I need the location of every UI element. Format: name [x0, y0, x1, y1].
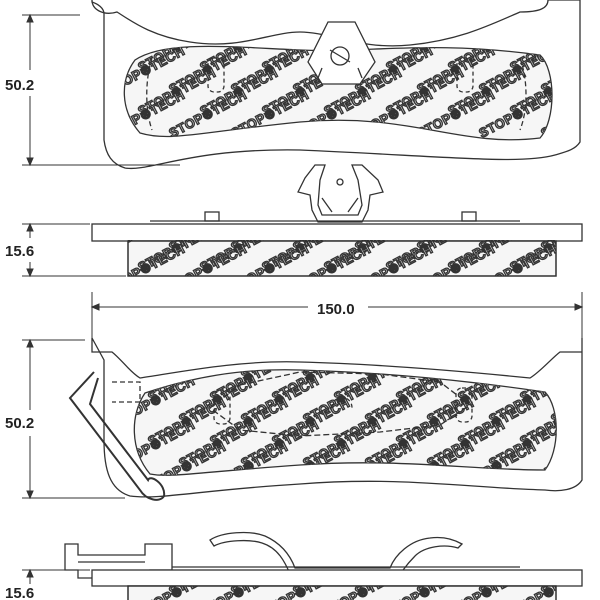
watermark-logo: STOP⊗TECH: [228, 0, 311, 53]
top-backing-plate: [91, 0, 581, 170]
bottom-backing-plate: [91, 337, 583, 498]
bottom-sensor-tab: [112, 381, 141, 403]
top-side-clip-hole: [336, 178, 344, 186]
top-thickness-dimension: [22, 222, 126, 278]
top-pad-side-view: STOP⊗TECHSTOP⊗TECHSTOP⊗TECHSTOP⊗TECHSTOP…: [91, 164, 583, 277]
bottom-friction-material: [133, 369, 557, 476]
top-thickness-label-bg: [3, 238, 55, 262]
top-pad-slot-right: [456, 57, 474, 93]
top-height-label: 50.2: [5, 77, 34, 94]
bottom-pad-center-mark: [331, 396, 353, 409]
bottom-thickness-label-bg: [3, 584, 55, 600]
bottom-height-label: 50.2: [5, 415, 34, 432]
bottom-pad-outline-dashed: [208, 371, 472, 437]
watermark-logo: STOP⊗TECH: [476, 0, 559, 53]
watermark-logo: STOP⊗TECH: [538, 0, 600, 53]
bottom-side-backing-plate: [91, 569, 583, 587]
top-center-clip-detail: [317, 49, 363, 79]
bottom-height-label-bg: [3, 410, 55, 436]
watermark-logo: STOP⊗TECH: [114, 329, 197, 383]
bottom-wear-sensor: [68, 371, 166, 501]
top-side-spring-clip: [297, 164, 384, 223]
top-pad-chamfer-left: [146, 57, 153, 131]
bottom-side-friction-outline: [127, 585, 557, 600]
width-label-bg: [308, 296, 368, 320]
top-side-friction: [127, 240, 557, 277]
top-thickness-label: 15.6: [5, 243, 34, 260]
bottom-pad-front-view: STOP⊗TECHSTOP⊗TECHSTOP⊗TECHSTOP⊗TECHSTOP…: [68, 329, 583, 501]
width-label: 150.0: [317, 301, 355, 318]
top-pad-chamfer-right: [519, 57, 527, 131]
watermark-logo: STOP⊗TECH: [104, 0, 187, 53]
top-pad-slot-left: [207, 57, 225, 93]
top-side-tab-right: [461, 211, 477, 222]
top-side-tab-left: [204, 211, 220, 222]
top-side-friction-outline: [127, 240, 557, 277]
watermark-logo: STOP⊗TECH: [166, 0, 249, 53]
bottom-thickness-label: 15.6: [5, 585, 34, 600]
bottom-pad-side-view: STOP⊗TECHSTOP⊗TECHSTOP⊗TECHSTOP⊗TECHSTOP…: [64, 531, 583, 600]
bottom-pad-slot-left: [213, 389, 231, 425]
top-height-label-bg: [3, 70, 55, 96]
top-side-backing-plate: [91, 223, 583, 242]
bottom-side-shim-spring: [209, 531, 464, 575]
bottom-pad-slot-right: [455, 387, 473, 423]
top-side-clip-bend: [321, 197, 359, 213]
top-friction-material: [123, 45, 553, 141]
